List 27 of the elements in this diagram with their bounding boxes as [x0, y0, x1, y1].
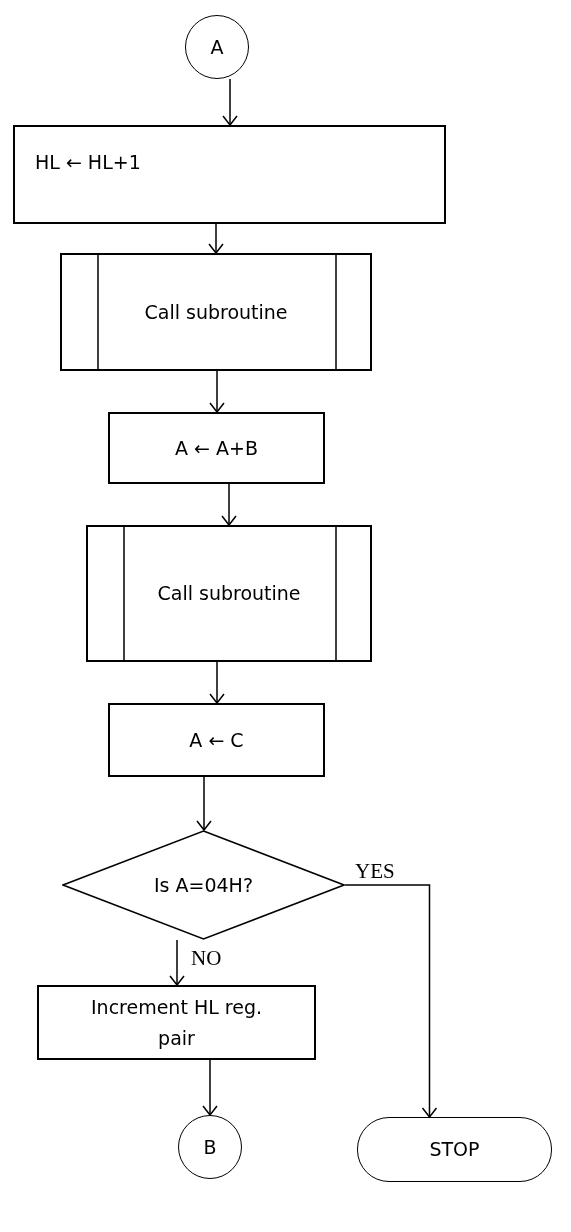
arrow: [169, 939, 185, 986]
process-box: [108, 703, 325, 777]
arrow: [209, 661, 225, 704]
subroutine-box: [86, 525, 372, 662]
node-text: Is A=04H?: [154, 872, 253, 898]
subroutine-box: [60, 253, 372, 371]
process-box: [108, 412, 325, 484]
node-text: A ← C: [189, 727, 244, 753]
node-text: A ← A+B: [175, 435, 258, 461]
process-box: [13, 125, 446, 224]
decision-diamond: [62, 830, 345, 940]
node-text: Increment HL reg. pair: [90, 995, 263, 1051]
node-text: Call subroutine: [157, 581, 301, 607]
arrow: [222, 78, 238, 126]
arrow: [209, 370, 225, 413]
process-box: [37, 985, 316, 1060]
node-text: A: [210, 34, 224, 60]
arrow: [196, 776, 212, 831]
arrow: [221, 483, 237, 526]
node-text: Call subroutine: [144, 299, 288, 325]
node-text: HL ← HL+1: [35, 150, 141, 175]
arrow: [202, 1059, 218, 1116]
node-text: STOP: [429, 1137, 480, 1163]
arrow: [208, 223, 224, 254]
terminal-box: [357, 1117, 552, 1182]
node-text: B: [203, 1134, 217, 1160]
arrow: [344, 884, 438, 1118]
